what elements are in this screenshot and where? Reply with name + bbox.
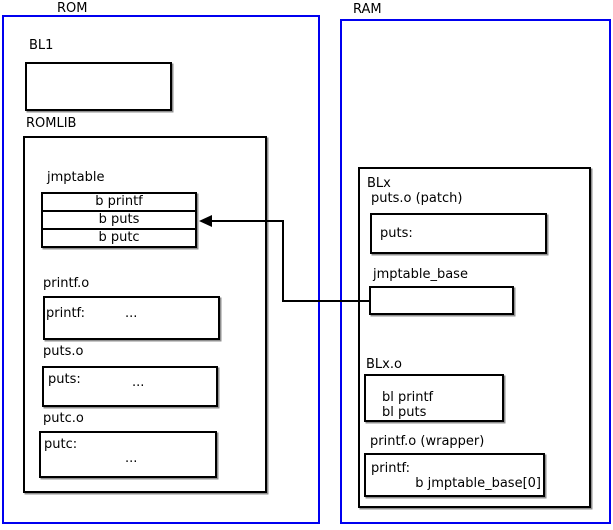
jmptable-row-printf: b printf: [43, 194, 195, 212]
connector-segment-vertical: [282, 220, 284, 302]
jmptable-base-box: [369, 286, 514, 315]
jmptable-row-putc: b putc: [98, 230, 140, 245]
putc-body: ...: [125, 451, 138, 466]
jmptable-base-label: jmptable_base: [373, 267, 468, 282]
printf-wrapper-body: b jmptable_base[0]: [415, 476, 541, 491]
printf-wrapper-box: printf: b jmptable_base[0]: [364, 453, 545, 497]
blx-o-box: bl printf bl puts: [364, 374, 504, 422]
bl1-box: [25, 62, 172, 111]
printf-wrapper-symbol: printf:: [371, 461, 411, 476]
puts-patch-box: puts:: [370, 213, 547, 254]
rom-region-outline: [2, 15, 320, 524]
ram-region-title: RAM: [353, 2, 382, 17]
printf-wrapper-label: printf.o (wrapper): [370, 434, 485, 449]
blx-o-line1: bl printf: [382, 390, 434, 405]
putc-o-label: putc.o: [43, 411, 84, 426]
connector-segment-horizontal-2: [282, 300, 371, 302]
putc-symbol: putc:: [44, 437, 78, 452]
puts-o-box: puts: ...: [42, 366, 218, 407]
connector-segment-horizontal-1: [210, 220, 284, 222]
puts-patch-symbol: puts:: [380, 226, 413, 241]
jmptable-row-puts: b puts: [43, 212, 195, 230]
romlib-label: ROMLIB: [26, 116, 77, 131]
puts-patch-label: puts.o (patch): [371, 191, 463, 206]
bl1-label: BL1: [29, 38, 54, 53]
blx-o-label: BLx.o: [366, 357, 402, 372]
rom-region-title: ROM: [57, 1, 88, 16]
printf-body: ...: [125, 306, 138, 321]
puts-o-label: puts.o: [43, 344, 84, 359]
printf-symbol: printf:: [46, 306, 86, 321]
jmptable-box: b printf b puts b putc: [41, 192, 197, 248]
blx-label: BLx: [367, 176, 391, 191]
ram-region-outline: [340, 19, 611, 524]
printf-o-box: printf: ...: [43, 296, 220, 340]
arrowhead-left-icon: [199, 215, 212, 227]
putc-o-box: putc: ...: [39, 431, 217, 478]
puts-symbol: puts:: [48, 372, 81, 387]
printf-o-label: printf.o: [43, 276, 90, 291]
jmptable-label: jmptable: [47, 170, 105, 185]
puts-body: ...: [132, 375, 145, 390]
blx-o-line2: bl puts: [382, 405, 427, 420]
